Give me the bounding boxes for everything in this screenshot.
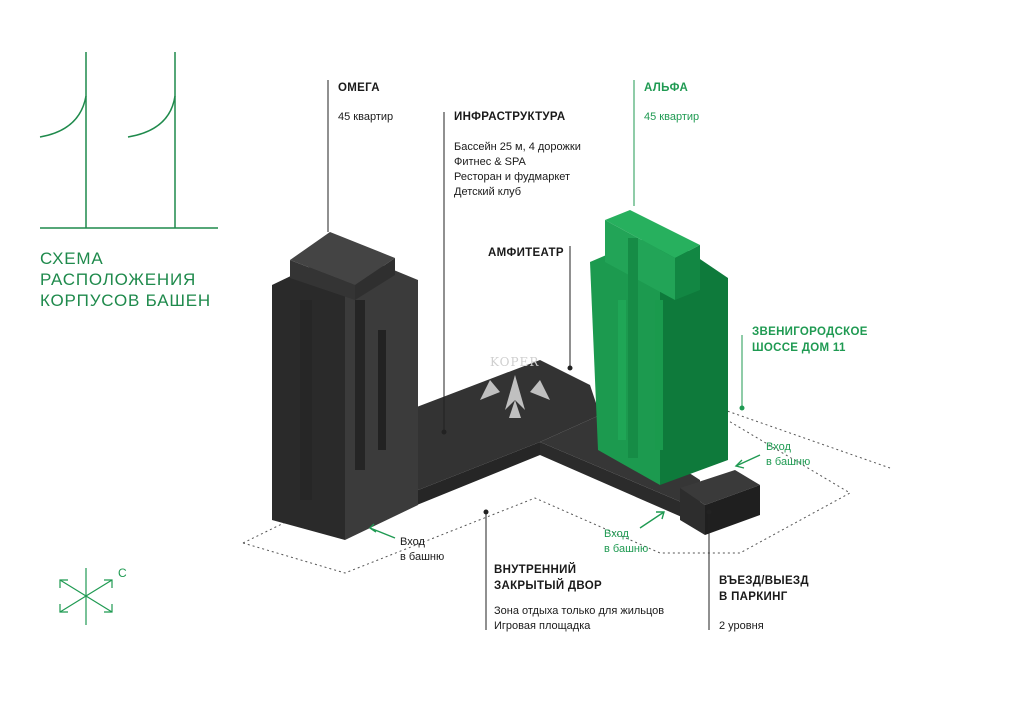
parking-heading: ВЪЕЗД/ВЫЕЗД В ПАРКИНГ	[719, 573, 809, 605]
title-line: СХЕМА	[40, 249, 104, 268]
entrance-line: в башню	[766, 456, 811, 468]
entrance-center-label: Вход в башню	[604, 527, 648, 557]
leader-dots	[441, 365, 712, 515]
entrance-line: в башню	[604, 543, 649, 555]
heading-line: В ПАРКИНГ	[719, 591, 788, 603]
list-item: Бассейн 25 м, 4 дорожки	[454, 141, 581, 153]
infrastructure-list: Бассейн 25 м, 4 дорожки Фитнес & SPA Рес…	[454, 140, 581, 200]
courtyard-list: Зона отдыха только для жильцов Игровая п…	[494, 604, 664, 634]
list-item: Детский клуб	[454, 186, 522, 198]
omega-name: ОМЕГА	[338, 82, 380, 94]
compass-north-label: С	[118, 566, 127, 580]
entrance-line: Вход	[766, 441, 791, 453]
entrance-line: Вход	[400, 536, 425, 548]
heading-line: ЗАКРЫТЫЙ ДВОР	[494, 580, 602, 592]
entrance-line: в башню	[400, 551, 445, 563]
alpha-apartments: 45 квартир	[644, 111, 700, 123]
alpha-tower	[590, 210, 728, 485]
logo-icon	[39, 52, 218, 229]
address-line: ЗВЕНИГОРОДСКОЕ	[752, 326, 868, 338]
heading-line: ВНУТРЕННИЙ	[494, 564, 577, 576]
address-line: ШОССЕ ДОМ 11	[752, 342, 846, 354]
title-line: РАСПОЛОЖЕНИЯ	[40, 270, 197, 289]
omega-tower	[272, 232, 418, 540]
entrance-alpha-label: Вход в башню	[766, 440, 810, 470]
infrastructure-heading: ИНФРАСТРУКТУРА	[454, 111, 566, 123]
alpha-name: АЛЬФА	[644, 82, 689, 94]
podium	[330, 360, 760, 535]
list-item: Игровая площадка	[494, 620, 591, 632]
list-item: Зона отдыха только для жильцов	[494, 605, 665, 617]
list-item: Фитнес & SPA	[454, 156, 526, 168]
leader-lines-green	[633, 80, 743, 408]
amphitheater-heading: АМФИТЕАТР	[488, 247, 564, 259]
list-item: Ресторан и фудмаркет	[454, 171, 571, 183]
courtyard-heading: ВНУТРЕННИЙ ЗАКРЫТЫЙ ДВОР	[494, 562, 602, 594]
title-line: КОРПУСОВ БАШЕН	[40, 291, 211, 310]
compass-icon	[59, 568, 113, 625]
heading-line: ВЪЕЗД/ВЫЕЗД	[719, 575, 809, 587]
entrance-line: Вход	[604, 528, 629, 540]
watermark-text: KOPER	[490, 355, 540, 369]
entrance-arrow-icon	[368, 454, 761, 539]
watermark-icon	[480, 375, 550, 418]
address-label: ЗВЕНИГОРОДСКОЕ ШОССЕ ДОМ 11	[752, 324, 868, 356]
entrance-omega-label: Вход в башню	[400, 535, 444, 565]
leader-lines	[327, 80, 710, 630]
leader-dot-address	[739, 405, 745, 411]
parking-levels: 2 уровня	[719, 620, 764, 632]
scheme-title: СХЕМА РАСПОЛОЖЕНИЯ КОРПУСОВ БАШЕН	[40, 248, 211, 311]
omega-apartments: 45 квартир	[338, 111, 394, 123]
